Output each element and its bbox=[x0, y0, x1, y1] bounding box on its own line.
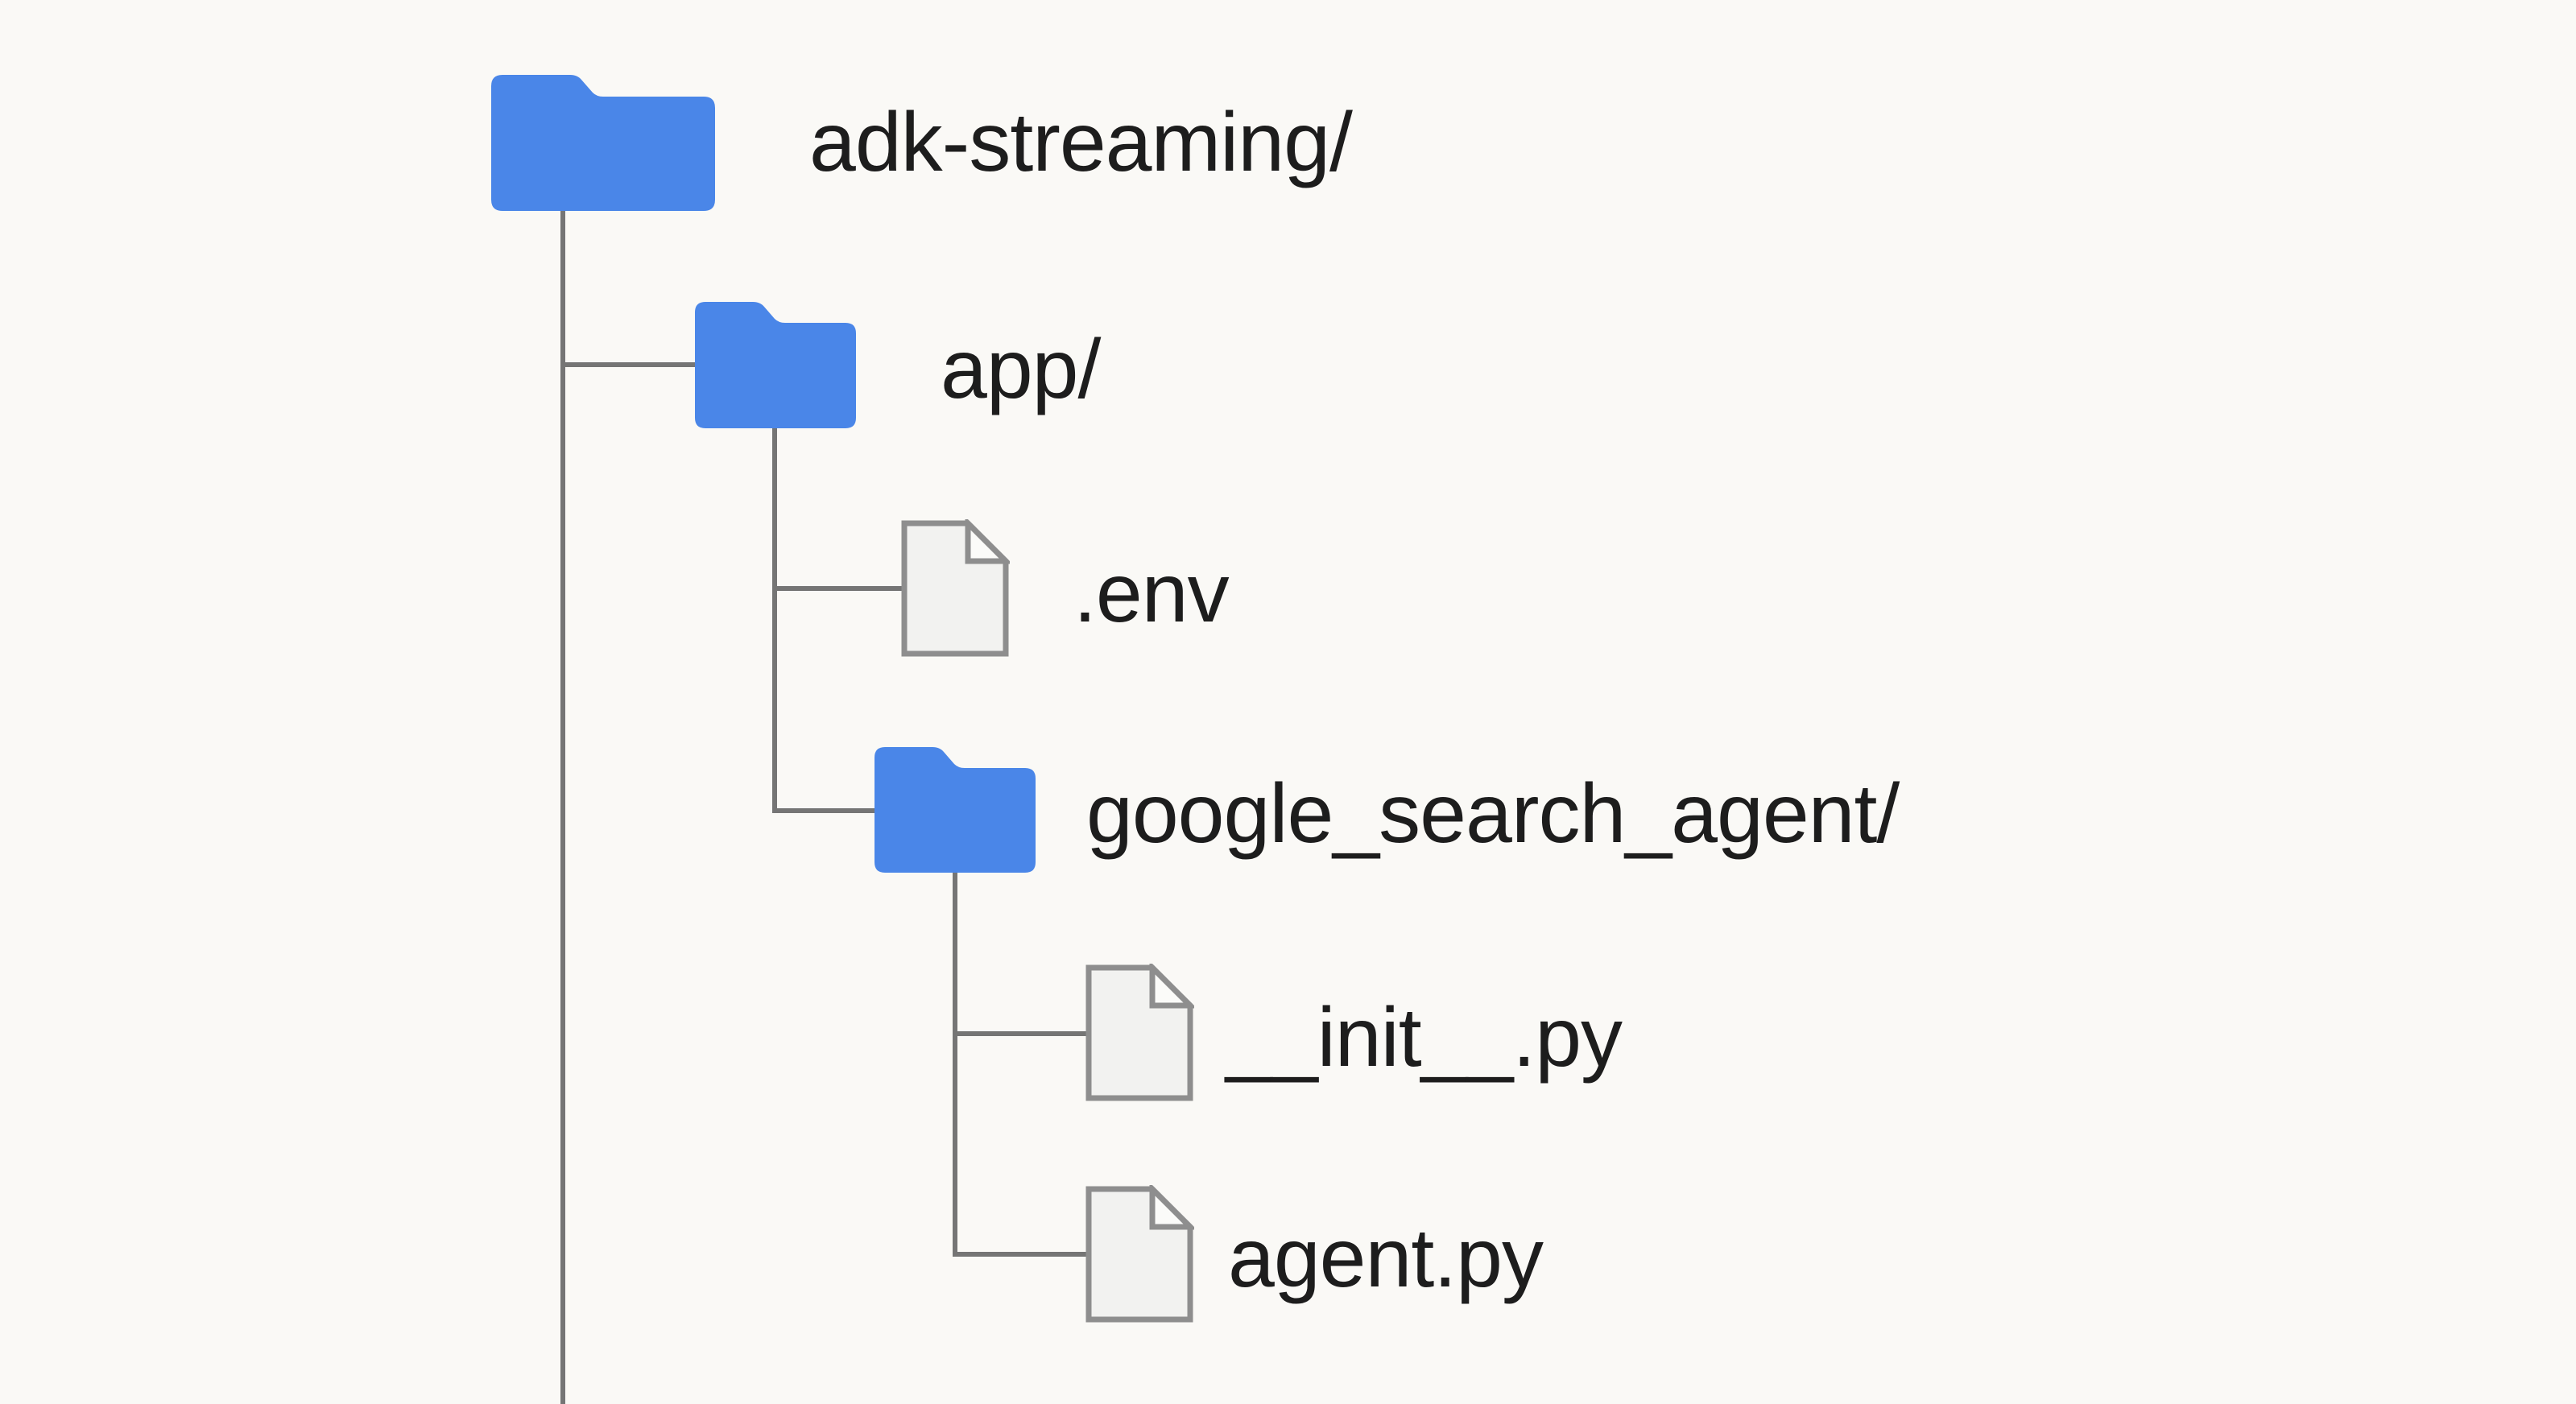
folder-icon bbox=[491, 75, 715, 211]
node-label-adk-streaming: adk-streaming/ bbox=[809, 95, 1353, 189]
node-label-env: .env bbox=[1073, 546, 1230, 640]
connector-app-trunk-to-google-search-agent bbox=[772, 427, 876, 813]
file-icon bbox=[1085, 1185, 1194, 1323]
folder-icon bbox=[875, 747, 1036, 873]
node-label-agent-py: agent.py bbox=[1228, 1211, 1544, 1305]
node-label-init-py: __init__.py bbox=[1226, 990, 1623, 1084]
folder-icon bbox=[695, 302, 856, 428]
connector-gsa-trunk-to-agent-py bbox=[953, 871, 1087, 1257]
file-icon bbox=[1085, 964, 1194, 1101]
node-label-app: app/ bbox=[941, 322, 1101, 416]
file-icon bbox=[901, 519, 1010, 657]
node-label-google-search-agent: google_search_agent/ bbox=[1086, 766, 1900, 861]
